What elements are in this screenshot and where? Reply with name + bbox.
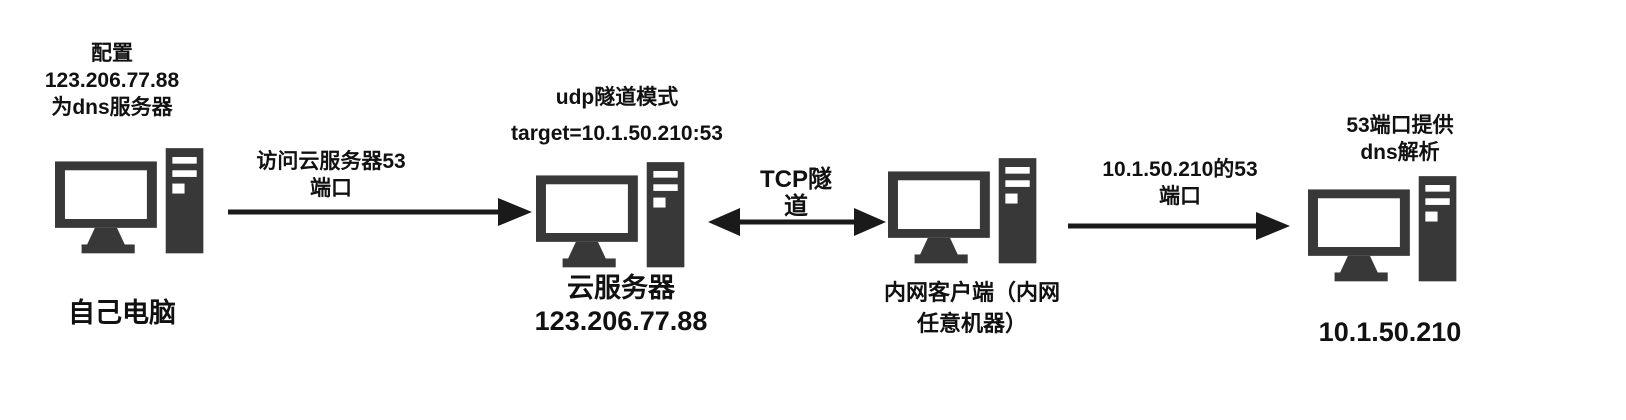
cloud-server-icon — [536, 162, 691, 273]
own-computer-label: 自己电脑 — [68, 298, 176, 328]
dns-server-label: 10.1.50.210 — [1318, 317, 1462, 347]
cloud-server-note: udp隧道模式 target=10.1.50.210:53 — [511, 86, 723, 145]
cloud-server-label: 云服务器 123.206.77.88 — [534, 273, 708, 336]
own-computer-note: 配置 123.206.77.88 为dns服务器 — [44, 42, 180, 119]
edge-target-port-label: 10.1.50.210的53 端口 — [1102, 158, 1258, 208]
arrow-tcp-tunnel-bidirectional — [708, 208, 886, 236]
intranet-client-label: 内网客户端（内网 任意机器） — [883, 280, 1061, 336]
edge-tcp-tunnel-label: TCP隧 道 — [760, 166, 832, 220]
intranet-client-icon — [888, 158, 1043, 269]
dns-server-note: 53端口提供 dns解析 — [1346, 114, 1454, 164]
own-computer-icon — [55, 148, 210, 259]
edge-access-port-label: 访问云服务器53 端口 — [256, 150, 406, 200]
arrow-own-to-cloud — [228, 198, 532, 226]
dns-server-icon — [1308, 176, 1463, 287]
arrow-client-to-dns — [1068, 212, 1290, 240]
